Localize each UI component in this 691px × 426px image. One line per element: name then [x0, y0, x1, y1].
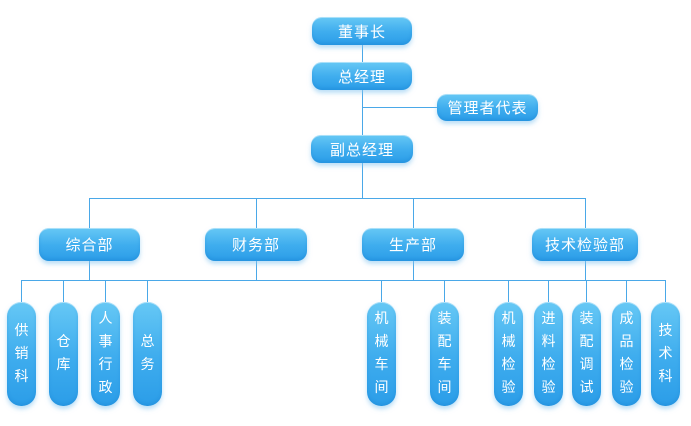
- node-unit-warehouse-label: 仓库: [56, 334, 71, 373]
- connector-stub-warehouse: [63, 280, 64, 302]
- node-unit-general-services: 总务: [133, 302, 162, 406]
- connector-general-dept-to-unit-rail: [89, 261, 90, 280]
- connector-drop-production-dept: [413, 198, 414, 228]
- node-deputy-general-manager: 副总经理: [311, 135, 413, 163]
- node-dept-production: 生产部: [362, 228, 464, 261]
- node-dept-finance: 财务部: [205, 228, 307, 261]
- node-unit-hr-admin-label: 人事行政: [98, 311, 113, 396]
- connector-finance-dept-to-unit-rail: [256, 261, 257, 280]
- node-unit-assembly-workshop-label: 装配车间: [437, 311, 452, 396]
- node-unit-machining-inspection: 机械检验: [494, 302, 523, 406]
- connector-stub-assembly-workshop: [444, 280, 445, 302]
- node-deputy-general-manager-label: 副总经理: [329, 140, 394, 159]
- connector-deputy-to-rail: [362, 163, 363, 198]
- node-unit-incoming-inspection-label: 进料检验: [541, 311, 556, 396]
- connector-department-rail: [89, 198, 586, 199]
- node-unit-finished-inspection-label: 成品检验: [619, 311, 634, 396]
- node-general-manager-label: 总经理: [337, 67, 386, 86]
- connector-stub-incoming-inspection: [548, 280, 549, 302]
- node-unit-supply-sales: 供销科: [7, 302, 36, 406]
- node-management-representative-label: 管理者代表: [447, 99, 528, 117]
- node-unit-machining-workshop: 机械车间: [367, 302, 396, 406]
- connector-stub-supply-sales: [21, 280, 22, 302]
- node-unit-warehouse: 仓库: [49, 302, 78, 406]
- node-dept-general: 综合部: [39, 228, 140, 261]
- node-unit-machining-inspection-label: 机械检验: [501, 311, 516, 396]
- node-unit-incoming-inspection: 进料检验: [534, 302, 563, 406]
- node-unit-machining-workshop-label: 机械车间: [374, 311, 389, 396]
- node-unit-hr-admin: 人事行政: [91, 302, 120, 406]
- node-unit-supply-sales-label: 供销科: [14, 322, 29, 385]
- connector-stub-general-services: [147, 280, 148, 302]
- connector-stub-hr-admin: [105, 280, 106, 302]
- connector-unit-rail: [21, 280, 666, 281]
- connector-drop-inspection-dept: [585, 198, 586, 228]
- node-unit-assembly-debugging: 装配调试: [572, 302, 601, 406]
- connector-chairman-gm: [362, 45, 363, 62]
- connector-stub-machining-inspection: [508, 280, 509, 302]
- connector-stub-machining-workshop: [381, 280, 382, 302]
- node-general-manager: 总经理: [312, 62, 412, 90]
- node-dept-general-label: 综合部: [65, 236, 114, 254]
- node-management-representative: 管理者代表: [437, 94, 538, 121]
- connector-stub-technical-section: [665, 280, 666, 302]
- node-unit-assembly-debugging-label: 装配调试: [579, 311, 594, 396]
- connector-stub-finished-inspection: [626, 280, 627, 302]
- node-chairman-label: 董事长: [337, 22, 386, 41]
- connector-drop-general-dept: [89, 198, 90, 228]
- connector-gm-deputy: [362, 90, 363, 135]
- node-chairman: 董事长: [312, 17, 412, 45]
- connector-inspection-dept-to-unit-rail: [585, 261, 586, 280]
- node-unit-technical-section: 技术科: [651, 302, 680, 406]
- node-dept-finance-label: 财务部: [231, 236, 280, 254]
- node-dept-technical-inspection-label: 技术检验部: [544, 236, 625, 254]
- connector-production-dept-to-unit-rail: [413, 261, 414, 280]
- node-unit-technical-section-label: 技术科: [658, 322, 673, 385]
- connector-drop-finance-dept: [256, 198, 257, 228]
- node-dept-production-label: 生产部: [388, 236, 437, 254]
- node-unit-finished-inspection: 成品检验: [612, 302, 641, 406]
- node-dept-technical-inspection: 技术检验部: [532, 228, 638, 261]
- connector-management-rep-branch: [362, 107, 437, 108]
- node-unit-assembly-workshop: 装配车间: [430, 302, 459, 406]
- connector-stub-assembly-debugging: [586, 280, 587, 302]
- node-unit-general-services-label: 总务: [140, 334, 155, 373]
